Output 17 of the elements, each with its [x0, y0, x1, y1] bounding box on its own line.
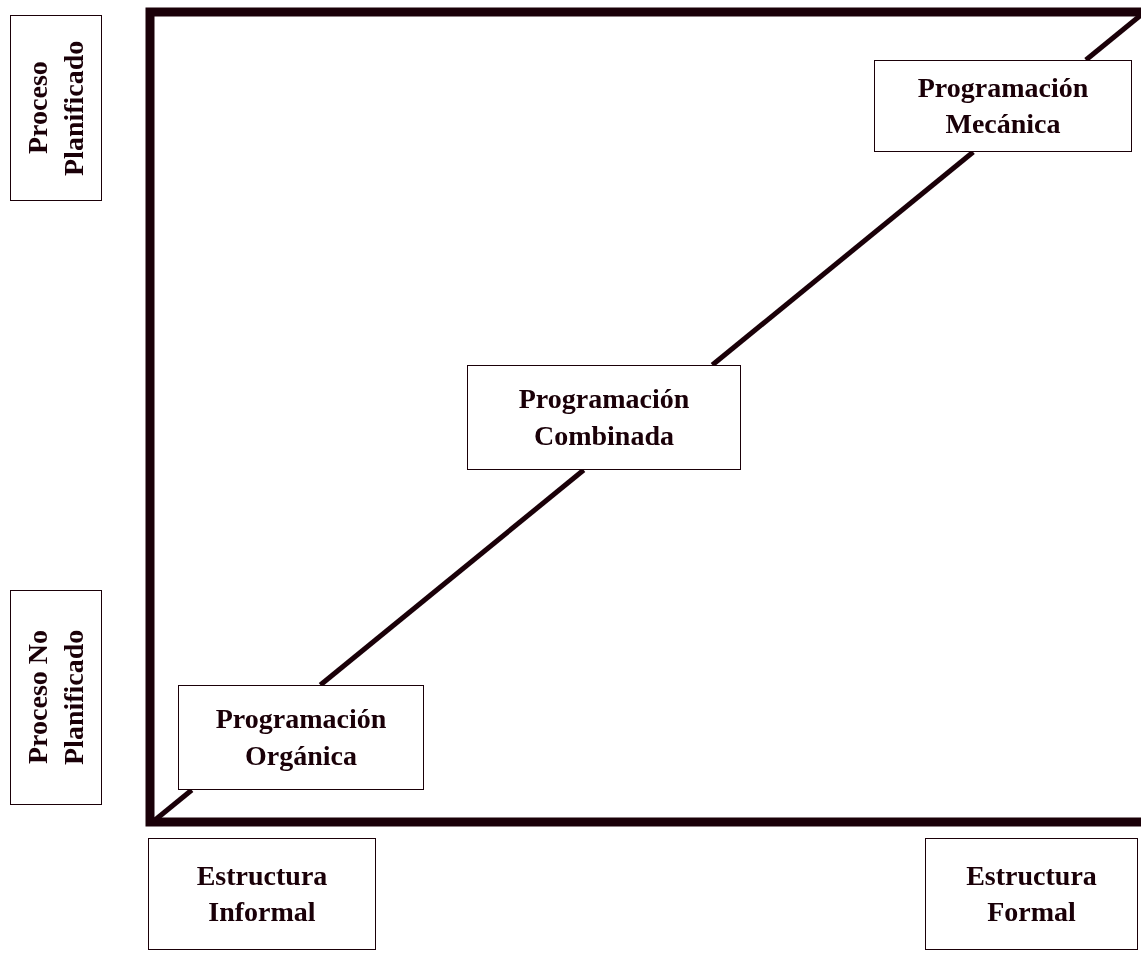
process-box	[874, 60, 1132, 152]
box-label: Programación Orgánica	[214, 702, 388, 773]
process-box	[467, 365, 741, 470]
box-label: Programación Mecánica	[916, 70, 1090, 141]
box-label: Estructura Formal	[965, 858, 1098, 929]
diagonal-line	[1084, 13, 1141, 62]
box-label: Estructura Informal	[195, 858, 329, 929]
process-box	[178, 685, 424, 790]
axis-label	[925, 838, 1138, 950]
axis-label	[10, 590, 102, 805]
axis-label-text: Proceso Planificado	[20, 39, 90, 178]
axis-label	[10, 15, 102, 201]
axis-label-text: Proceso No Planificado	[20, 628, 90, 768]
axis-label	[148, 838, 376, 950]
box-label: Programación Combinada	[517, 382, 691, 453]
diagonal-line	[318, 468, 586, 687]
diagonal-line	[710, 150, 975, 367]
